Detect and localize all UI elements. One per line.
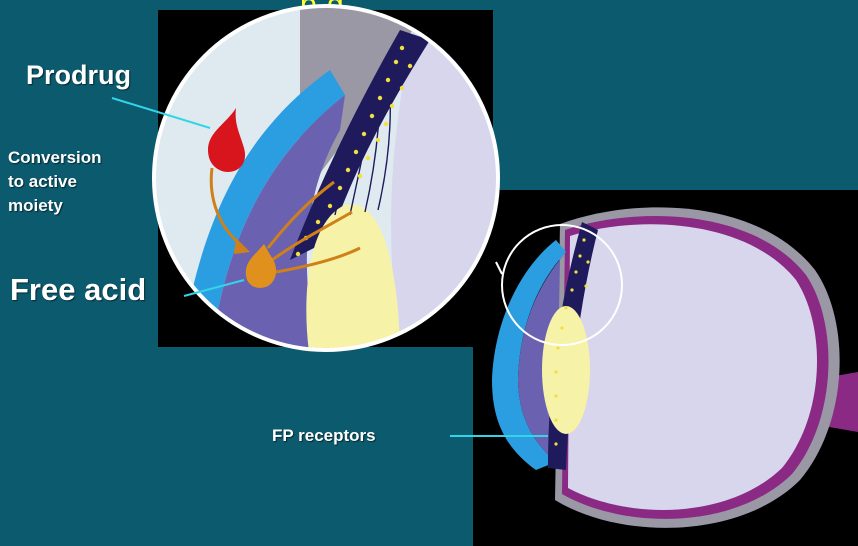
- conversion-label-line: to active: [8, 170, 168, 194]
- lens: [542, 306, 590, 434]
- fp-receptors-label: FP receptors: [272, 426, 376, 446]
- conversion-label: Conversion to active moiety: [8, 146, 168, 218]
- vitreous-body: [568, 224, 817, 510]
- conversion-label-line: moiety: [8, 194, 168, 218]
- conversion-label-line: Conversion: [8, 146, 168, 170]
- free-acid-label: Free acid: [10, 272, 146, 308]
- prodrug-label: Prodrug: [26, 60, 131, 91]
